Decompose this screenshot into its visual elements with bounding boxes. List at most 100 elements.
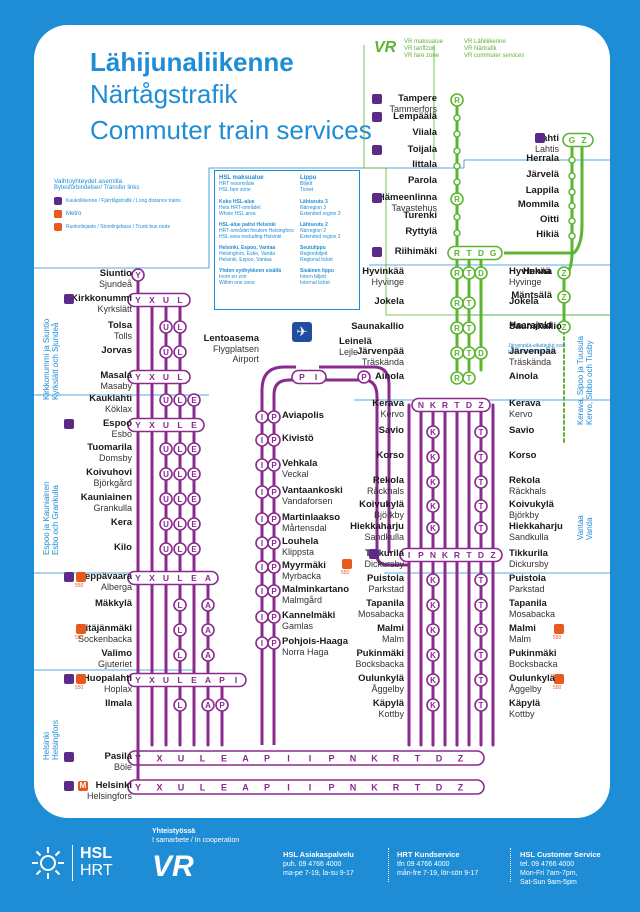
hsl-r3a: Helsinki, Espoo, Vantaa [219, 245, 276, 251]
route-letter: D [478, 248, 484, 258]
route-letter: K [430, 601, 436, 610]
station-name-sv: Sjundeå [98, 279, 132, 289]
route-letter: U [163, 573, 169, 583]
station-name: Korso [377, 451, 404, 461]
route-letter: P [271, 563, 277, 572]
station-name-fi: Savio [509, 425, 535, 436]
route-letter: R [454, 349, 460, 358]
route-letter: K [430, 676, 436, 685]
stop-marker [557, 320, 571, 334]
route-letter: L [178, 601, 183, 610]
long-distance-train-icon [64, 781, 74, 791]
route-letter: T [415, 754, 421, 764]
bus-number: 550 [553, 685, 562, 691]
station-name-sv: Kottby [509, 709, 535, 719]
station-name-fi: Iittala [412, 159, 437, 170]
station-name-fi: Lentoasema [203, 333, 259, 344]
station-name-sv: Domsby [98, 453, 132, 463]
route-letter: L [178, 396, 183, 405]
long-distance-train-icon [372, 94, 382, 104]
hsl-r2a: HSL-alue paitsi Helsinki [219, 222, 276, 228]
route-letter: U [163, 520, 169, 529]
stop-marker [201, 648, 215, 662]
route-letter: T [467, 269, 472, 278]
route-letter: I [261, 587, 263, 596]
stop-marker [267, 636, 281, 650]
station-name-fi: Tapanila [509, 598, 547, 609]
station-name-fi: Pohjois-Haaga [282, 636, 348, 647]
region-hki-1: Helsinki [42, 731, 51, 760]
vr-lines-l1: VR Lähiliikenne [464, 39, 506, 45]
station-name-fi: Jokela [509, 296, 539, 307]
route-letter: L [178, 520, 183, 529]
bus-icon [76, 674, 86, 684]
station-name: Kera [111, 518, 132, 528]
route-letter: U [163, 445, 169, 454]
coop2: I samarbete / In cooperation [152, 837, 240, 844]
long-distance-train-icon [535, 133, 545, 143]
route-letter: U [163, 348, 169, 357]
stop-dot [568, 172, 576, 180]
station-name-fi: Tikkurila [365, 548, 404, 559]
hsl-r1e: Närregion 3 [300, 205, 327, 211]
route-letter: E [221, 783, 227, 793]
station-name-fi: Koivuhovi [86, 467, 132, 478]
route-letter: T [467, 324, 472, 333]
airplane-icon: ✈ [292, 322, 312, 342]
stop-marker [474, 266, 488, 280]
long-distance-train-icon [369, 549, 379, 559]
hsl-r3f: Regional ticket [300, 257, 333, 263]
station-name-fi: Saunakallio [351, 321, 404, 332]
route-letter: L [177, 675, 182, 685]
route-letter: L [178, 495, 183, 504]
route-letter: L [178, 626, 183, 635]
station-name-sv: Hoplax [103, 684, 132, 694]
route-letter: U [163, 396, 169, 405]
station-name-fi: Hyvinkää [509, 266, 551, 277]
station-name-fi: Tikkurila [509, 548, 548, 559]
vr-lines-l3: VR commuter services [464, 53, 525, 59]
route-letter: L [178, 445, 183, 454]
route-strip [127, 750, 485, 766]
c1-2: ma-pe 7-19, la-su 9-17 [283, 870, 354, 877]
route-letter: P [271, 587, 277, 596]
c3-2: Mon-Fri 7am-7pm, [520, 870, 578, 877]
hsl-r3c: Helsinki, Espoo, Vantaa [219, 257, 272, 263]
route-letter: Z [490, 550, 495, 560]
station-name-fi: Toijala [407, 144, 437, 155]
route-letter: K [430, 502, 436, 511]
stop-marker [474, 573, 488, 587]
c1-1: puh. 09 4766 4000 [283, 861, 342, 868]
route-letter: K [430, 651, 436, 660]
region-hki-2: Helsingfors [51, 719, 60, 760]
c2-0: HRT Kundservice [397, 850, 460, 859]
legend-head1: Vaihtoyhteydet asemilla [54, 178, 123, 185]
route-letter: P [219, 675, 225, 685]
station-name-fi: Hämeenlinna [377, 192, 437, 203]
stop-marker [474, 598, 488, 612]
c2-1: tfn 09 4766 4000 [397, 861, 450, 868]
stop-marker [474, 425, 488, 439]
stop-marker [450, 192, 464, 206]
route-letter: Z [458, 783, 464, 793]
stop-marker [173, 598, 187, 612]
stop-marker [173, 442, 187, 456]
route-letter: I [408, 550, 410, 560]
route-letter: L [200, 783, 206, 793]
metro-icon [54, 210, 62, 218]
route-letter: N [430, 550, 436, 560]
station-name-sv: Kyrkslätt [97, 304, 132, 314]
route-letter: R [454, 299, 460, 308]
route-letter: T [467, 299, 472, 308]
ring-line-i2 [319, 365, 391, 505]
